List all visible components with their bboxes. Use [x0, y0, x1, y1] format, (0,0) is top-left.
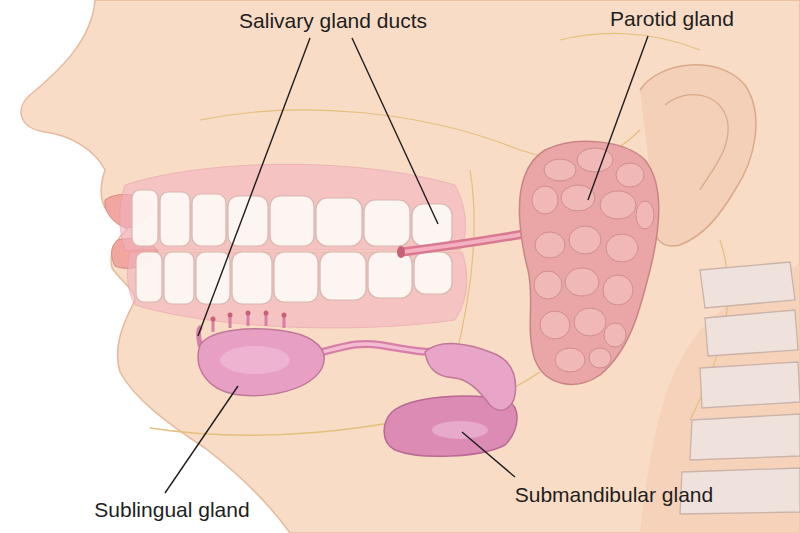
lobule — [606, 234, 638, 262]
parotid-duct-highlight — [402, 232, 535, 252]
part-label: Sublingual gland — [94, 497, 249, 522]
tooth — [132, 190, 158, 246]
leader-line — [588, 36, 648, 200]
lobule — [589, 348, 611, 368]
submandibular-duct — [322, 344, 432, 352]
submandibular-gland — [384, 344, 517, 457]
cervical-spine — [680, 262, 800, 514]
head-skin — [21, 0, 800, 533]
duct-opening — [211, 317, 216, 322]
lobule — [544, 159, 576, 181]
gland-highlight — [220, 346, 290, 374]
lobule — [569, 226, 601, 254]
vertebra — [690, 414, 800, 460]
lower-teeth — [136, 252, 452, 304]
ear-fold — [665, 95, 728, 190]
vertebra — [705, 310, 798, 356]
lobule — [577, 148, 613, 172]
duct-opening — [228, 313, 233, 318]
leader-lines — [165, 36, 648, 493]
lobule — [600, 191, 636, 219]
upper-gum — [120, 164, 466, 250]
lobule — [561, 185, 595, 211]
lower-gum — [127, 252, 466, 328]
tooth — [270, 196, 314, 246]
tooth — [368, 252, 412, 298]
tooth — [136, 252, 162, 302]
sublingual-gland — [198, 311, 324, 396]
lobule — [540, 311, 570, 339]
gland-lobules — [532, 148, 654, 372]
sublingual-body — [198, 329, 324, 396]
lobule — [535, 232, 565, 258]
tooth — [414, 252, 452, 294]
leader-line — [462, 432, 515, 477]
leader-line — [352, 38, 438, 224]
lobule — [574, 308, 606, 336]
lobule — [636, 201, 654, 229]
lobule — [565, 268, 599, 296]
lobule — [532, 186, 558, 214]
tooth — [274, 252, 318, 302]
lobule — [534, 271, 562, 299]
tooth — [232, 252, 272, 304]
lobule — [604, 323, 626, 347]
submandibular-duct-highlight — [322, 344, 432, 352]
tooth — [192, 194, 226, 246]
gland-highlight — [432, 421, 488, 439]
duct-opening — [282, 313, 287, 318]
lobule — [555, 348, 585, 372]
lobule — [616, 163, 644, 187]
tooth — [160, 192, 190, 246]
leader-line — [198, 38, 310, 336]
vertebra — [700, 362, 800, 408]
duct-opening — [264, 311, 269, 316]
part-label: Parotid gland — [610, 6, 734, 31]
tooth — [164, 252, 194, 304]
upper-teeth — [132, 190, 452, 246]
duct-opening — [246, 311, 251, 316]
duct-openings — [211, 311, 287, 322]
part-label: Submandibular gland — [515, 482, 713, 507]
leader-line — [165, 386, 238, 493]
lobule — [603, 275, 633, 305]
parotid-gland — [519, 141, 658, 384]
tooth — [316, 198, 362, 246]
tooth — [364, 200, 410, 246]
parotid-body — [519, 141, 658, 384]
duct-opening — [397, 246, 405, 258]
part-label: Salivary gland ducts — [239, 8, 427, 33]
parotid-duct — [402, 232, 535, 252]
submandibular-upper — [425, 344, 516, 411]
tooth — [320, 252, 366, 300]
vertebra — [700, 262, 795, 308]
